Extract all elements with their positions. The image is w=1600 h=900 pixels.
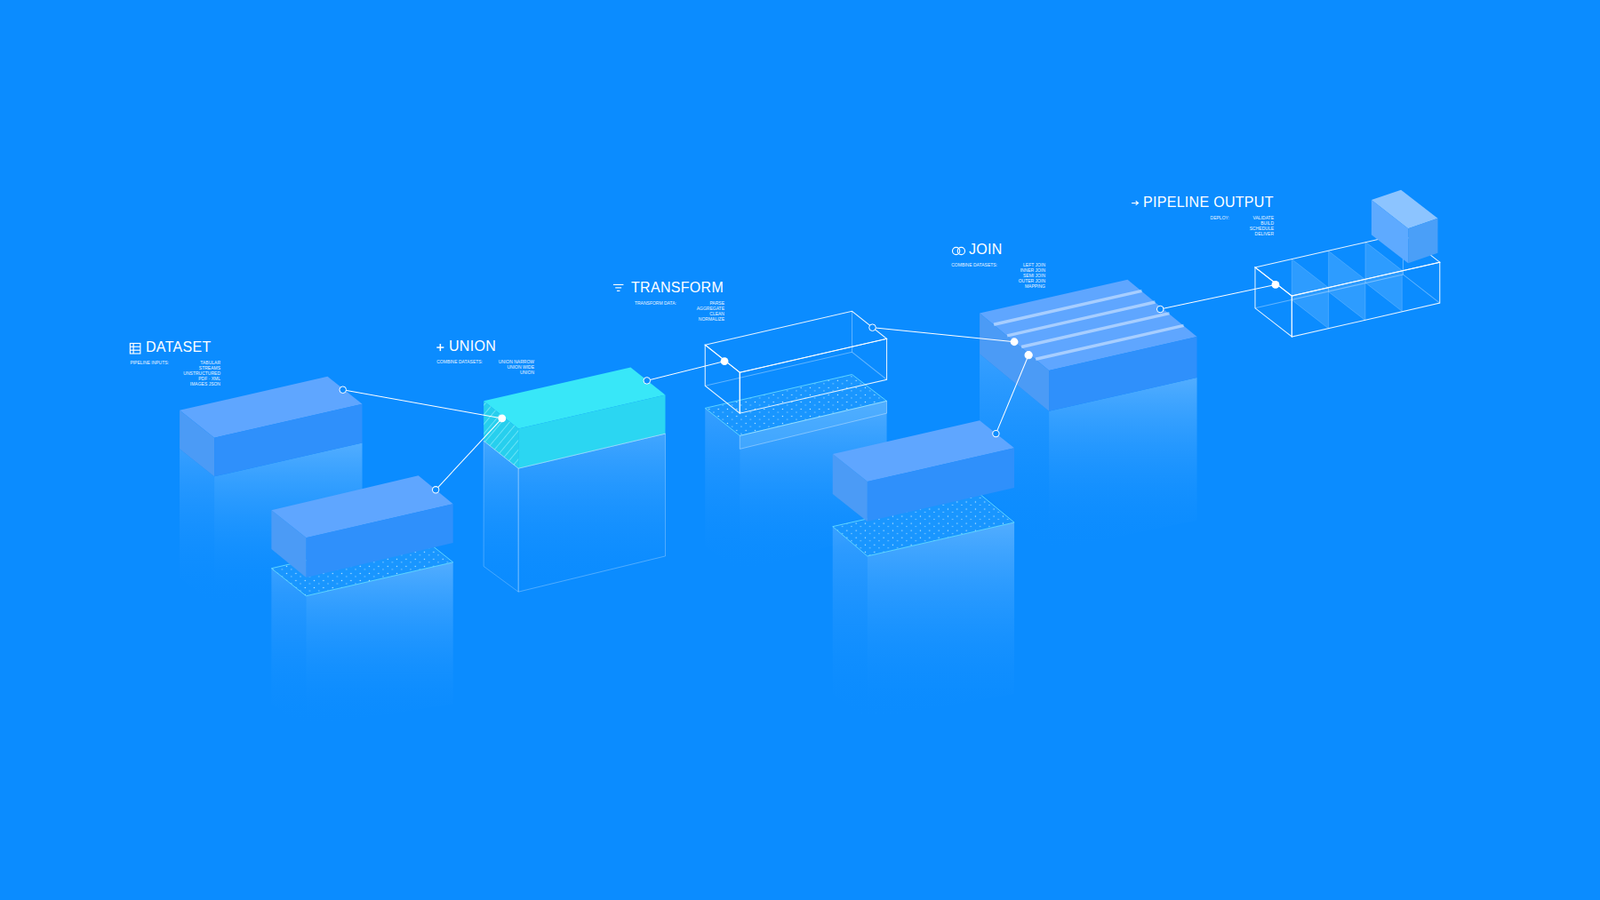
union-block bbox=[483, 367, 665, 592]
step-heading: TRANSFORM bbox=[613, 280, 725, 296]
connector-port bbox=[1156, 305, 1164, 313]
step-detail-row: DEPLOY: VALIDATE BUILD SCHEDULE DELIVER bbox=[1131, 215, 1274, 237]
step-label: PIPELINE OUTPUT DEPLOY: VALIDATE BUILD SCH… bbox=[1131, 194, 1274, 237]
step-caption: PIPELINE INPUTS: bbox=[129, 360, 169, 366]
connector-port bbox=[1272, 280, 1280, 289]
step-detail-row: COMBINE DATASETS: UNION NARROW UNION WIDE… bbox=[436, 359, 535, 376]
step-caption: TRANSFORM DATA: bbox=[634, 300, 677, 306]
step-caption: COMBINE DATASETS: bbox=[951, 262, 998, 268]
join-block bbox=[979, 280, 1198, 552]
step-label: DATASET PIPELINE INPUTS: TABULAR STREAMS U… bbox=[129, 339, 221, 387]
step-heading: JOIN bbox=[951, 241, 1046, 258]
step-label: TRANSFORM TRANSFORM DATA: PARSE AGGREGATE … bbox=[613, 280, 725, 322]
dataset-block bbox=[271, 475, 453, 728]
step-caption: COMBINE DATASETS: bbox=[436, 359, 483, 365]
step-options: UNION NARROW UNION WIDE UNION bbox=[495, 359, 535, 376]
connector-port bbox=[339, 386, 347, 394]
connector-line bbox=[1160, 284, 1276, 310]
step-options: PARSE AGGREGATE CLEAN NORMALIZE bbox=[688, 300, 725, 322]
output-block bbox=[1255, 190, 1440, 337]
step-label: UNION COMBINE DATASETS: UNION NARROW UNION… bbox=[436, 338, 535, 376]
connector-port bbox=[869, 324, 877, 332]
connector-port bbox=[497, 414, 506, 423]
connector-port bbox=[720, 357, 729, 366]
dataset-block bbox=[832, 420, 1015, 720]
connector-port bbox=[643, 377, 651, 385]
input-wire bbox=[432, 352, 1033, 494]
step-detail-row: PIPELINE INPUTS: TABULAR STREAMS UNSTRUCT… bbox=[129, 360, 221, 387]
step-detail-row: COMBINE DATASETS: LEFT JOIN INNER JOIN SE… bbox=[951, 262, 1046, 289]
step-caption: DEPLOY: bbox=[1210, 215, 1230, 221]
step-detail-row: TRANSFORM DATA: PARSE AGGREGATE CLEAN NOR… bbox=[613, 300, 725, 322]
step-heading: PIPELINE OUTPUT bbox=[1131, 194, 1274, 211]
flow-connector bbox=[1156, 280, 1280, 313]
connector-line bbox=[343, 390, 503, 419]
flow-connector bbox=[339, 386, 506, 423]
connector-port bbox=[1010, 337, 1019, 346]
connector-line bbox=[872, 328, 1016, 343]
step-options: VALIDATE BUILD SCHEDULE DELIVER bbox=[1241, 215, 1274, 237]
step-options: TABULAR STREAMS UNSTRUCTURED PDF · XML I… bbox=[181, 360, 221, 387]
connector-line bbox=[647, 361, 725, 382]
step-heading: UNION bbox=[436, 338, 535, 355]
step-heading: DATASET bbox=[129, 339, 221, 356]
heading-icon bbox=[129, 200, 1138, 354]
step-label: JOIN COMBINE DATASETS: LEFT JOIN INNER JOI… bbox=[951, 241, 1046, 289]
step-options: LEFT JOIN INNER JOIN SEMI JOIN OUTER JOI… bbox=[1009, 262, 1046, 289]
flow-connector bbox=[643, 357, 728, 384]
flow-connector bbox=[869, 324, 1019, 346]
